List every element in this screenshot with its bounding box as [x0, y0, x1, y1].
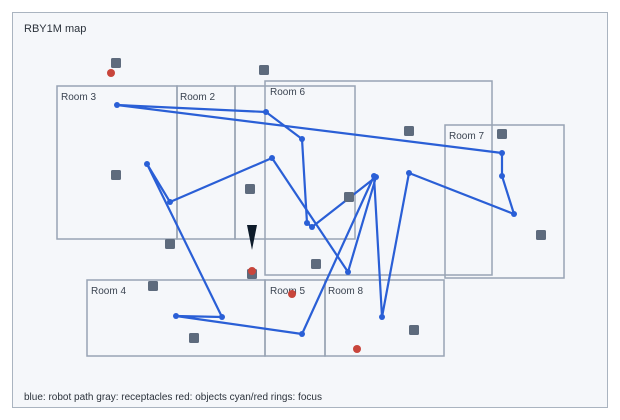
- room-6-outline: [234, 85, 356, 240]
- room-5-label: Room 5: [270, 286, 305, 297]
- robot-path-segment: [168, 156, 274, 204]
- room-3-label: Room 3: [61, 92, 96, 103]
- robot-waypoint: [173, 313, 179, 319]
- robot-waypoint: [499, 150, 505, 156]
- receptacle-marker: [536, 230, 546, 240]
- room-large-outline: [264, 80, 493, 276]
- map-legend: blue: robot path gray: receptacles red: …: [24, 392, 322, 403]
- robot-path-segment: [270, 156, 350, 274]
- objects-layer: [107, 69, 361, 353]
- room-6-label: Room 6: [270, 87, 305, 98]
- robot-waypoint: [219, 314, 225, 320]
- room-4-label: Room 4: [91, 286, 126, 297]
- receptacle-marker: [148, 281, 158, 291]
- robot-path-segment: [115, 103, 504, 155]
- robot-waypoint: [304, 220, 310, 226]
- receptacle-marker: [259, 65, 269, 75]
- robot-waypoint: [299, 136, 305, 142]
- robot-waypoint: [379, 314, 385, 320]
- room-7-label: Room 7: [449, 131, 484, 142]
- room-8-label: Room 8: [328, 286, 363, 297]
- robot-path-layer: [114, 102, 517, 337]
- robot-waypoint: [299, 331, 305, 337]
- map-title: RBY1M map: [24, 23, 86, 35]
- robot-path-segment: [500, 174, 516, 216]
- map-background: [12, 12, 608, 408]
- object-marker: [353, 345, 361, 353]
- robot-waypoint: [269, 155, 275, 161]
- robot-path-segment: [174, 314, 304, 336]
- receptacle-marker: [189, 333, 199, 343]
- robot-waypoint: [263, 109, 269, 115]
- robot-path-segment: [310, 175, 378, 229]
- receptacle-marker: [497, 129, 507, 139]
- room-2-label: Room 2: [180, 92, 215, 103]
- robot-waypoint: [406, 170, 412, 176]
- map-canvas: RBY1M map Room 3 Room 2 Room 6 Room 7 Ro…: [12, 12, 608, 408]
- robot-waypoint: [167, 199, 173, 205]
- receptacle-marker: [111, 170, 121, 180]
- robot-waypoint: [371, 173, 377, 179]
- robot-path-segment: [380, 171, 411, 319]
- object-marker: [288, 290, 296, 298]
- receptacles-layer: [111, 58, 546, 343]
- robot-waypoint: [499, 173, 505, 179]
- receptacle-marker: [409, 325, 419, 335]
- receptacle-marker: [111, 58, 121, 68]
- map-panel: RBY1M map Room 3 Room 2 Room 6 Room 7 Ro…: [12, 12, 608, 408]
- robot-path-segment: [346, 175, 378, 274]
- object-marker: [107, 69, 115, 77]
- receptacle-marker: [165, 239, 175, 249]
- robot-waypoint: [511, 211, 517, 217]
- robot-marker-icon: [247, 225, 257, 250]
- robot-path-segment: [372, 174, 384, 319]
- receptacle-marker: [344, 192, 354, 202]
- object-marker: [248, 267, 256, 275]
- robot-path-segment: [300, 174, 376, 336]
- robot-waypoint: [309, 224, 315, 230]
- robot-waypoint: [114, 102, 120, 108]
- receptacle-marker: [404, 126, 414, 136]
- robot-path-segment: [145, 162, 224, 319]
- robot-path-segment: [115, 103, 268, 114]
- robot-path-segment: [407, 171, 516, 216]
- receptacle-marker: [245, 184, 255, 194]
- robot-waypoint: [345, 269, 351, 275]
- robot-waypoint: [144, 161, 150, 167]
- rooms-layer: Room 3 Room 2 Room 6 Room 7 Room 4 Room …: [56, 80, 565, 357]
- robot-layer: [247, 225, 257, 250]
- room-7-outline: [444, 124, 565, 279]
- room-8-outline: [324, 279, 445, 357]
- receptacle-marker: [311, 259, 321, 269]
